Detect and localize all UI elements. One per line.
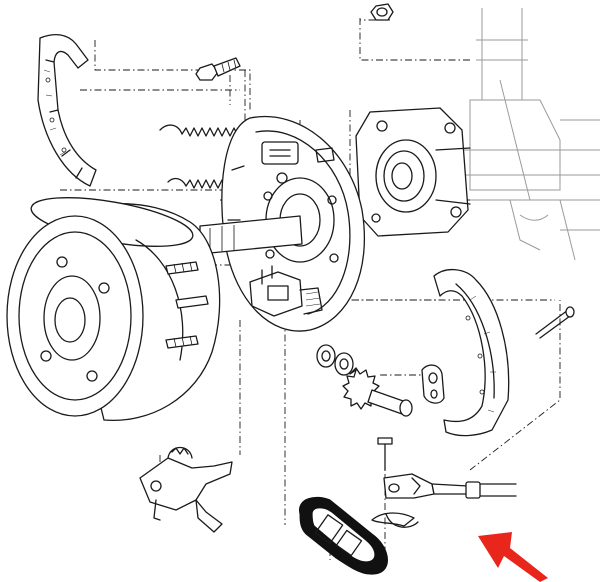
brake-lever-assembly [139,446,233,533]
brake-shoe-upper [37,33,97,187]
mounting-bolt [195,57,241,81]
axle-flange-housing [355,107,471,237]
rear-axle-leaf-spring [440,8,600,261]
callout-arrow [478,532,548,582]
adjuster-assembly [249,265,323,317]
washers [316,344,354,376]
nut [370,3,394,21]
retainer-clip [371,512,419,528]
hold-down-pin [421,364,445,404]
brake-cable-clevis [383,473,517,499]
wheel-studs [165,261,209,349]
rubber-grommet [299,496,388,575]
cotter-pin [535,306,575,339]
clevis-pin [377,437,393,471]
brake-shoe-lower [433,269,510,437]
star-wheel-adjuster [342,367,413,417]
brake-drum [6,197,221,422]
